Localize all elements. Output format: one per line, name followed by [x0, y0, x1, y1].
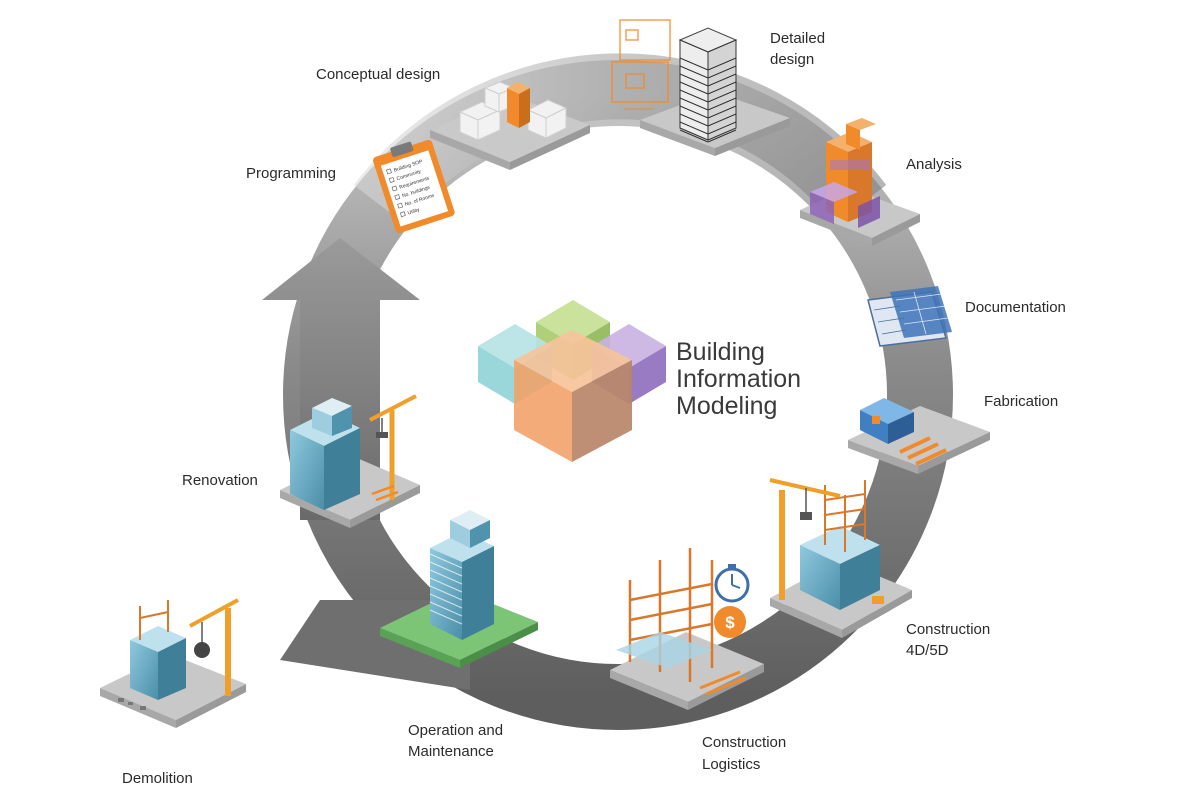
- label-detailed-design-line-1: Detailed: [770, 30, 826, 47]
- clipboard-checkbox: [399, 211, 406, 218]
- documentation-blueprint: [867, 286, 952, 347]
- floor-line: [707, 113, 737, 127]
- wrecking-ball-icon: [194, 642, 210, 658]
- floor-line: [707, 73, 737, 87]
- floor-line: [679, 121, 709, 135]
- renovation-model: [280, 394, 420, 528]
- floor-line: [679, 113, 709, 127]
- clipboard-text: Utility: [407, 207, 421, 217]
- label-demolition: Demolition: [122, 770, 193, 787]
- label-construction-4d5d-line-2: 4D/5D: [906, 642, 949, 659]
- label-construction-4d5d-line-1: Construction: [906, 621, 991, 638]
- fabrication-model: [848, 398, 990, 474]
- floor-line: [707, 121, 737, 135]
- detailed-design-model: [611, 19, 790, 156]
- label-renovation: Renovation: [182, 472, 258, 489]
- svg-text:$: $: [725, 613, 735, 632]
- floor-line: [679, 105, 709, 119]
- stopwatch-icon: [714, 564, 750, 603]
- floor-line: [679, 65, 709, 79]
- clipboard-checkbox: [397, 202, 403, 209]
- clipboard-checkbox: [391, 185, 398, 192]
- window-line: [429, 609, 463, 625]
- window-line: [429, 585, 463, 601]
- label-detailed-design-line-2: design: [770, 51, 815, 68]
- construction-logistics-model: $: [610, 548, 764, 710]
- floor-line: [679, 73, 709, 87]
- label-programming: Programming: [246, 165, 337, 182]
- dollar-coin-icon: $: [714, 606, 746, 638]
- construction-4d5d-model: [769, 478, 912, 638]
- operation-maintenance-model: [380, 510, 538, 668]
- label-analysis: Analysis: [906, 156, 962, 173]
- label-conceptual-design: Conceptual design: [316, 66, 441, 83]
- crane-icon: [769, 478, 841, 600]
- window-line: [429, 601, 463, 617]
- floor-line: [679, 57, 709, 71]
- floor-line: [707, 129, 737, 143]
- floor-line: [679, 81, 709, 95]
- window-line: [429, 593, 463, 609]
- floor-line: [707, 105, 737, 119]
- floor-line: [707, 81, 737, 95]
- window-line: [429, 569, 463, 585]
- demolition-model: [100, 598, 246, 728]
- floor-line: [679, 97, 709, 111]
- floor-line: [679, 129, 709, 143]
- bim-title-line-1: Building: [676, 338, 765, 366]
- label-construction-logistics-line-1: Construction: [702, 734, 787, 751]
- floor-line: [707, 57, 737, 71]
- clipboard-checkbox: [386, 168, 392, 175]
- window-line: [429, 577, 463, 593]
- crane-icon: [189, 598, 239, 696]
- clipboard-checkbox: [394, 194, 401, 200]
- floor-line: [707, 89, 737, 103]
- floor-line: [679, 89, 709, 103]
- label-documentation: Documentation: [965, 299, 1066, 316]
- label-construction-logistics-line-2: Logistics: [702, 756, 761, 773]
- label-fabrication: Fabrication: [984, 393, 1059, 410]
- analysis-model: [800, 118, 920, 246]
- label-operation-maintenance-line-2: Maintenance: [408, 743, 494, 760]
- clipboard-checkbox: [388, 177, 395, 183]
- window-line: [429, 553, 463, 569]
- label-operation-maintenance-line-1: Operation and: [408, 722, 504, 739]
- floor-line: [707, 97, 737, 111]
- crane-icon: [369, 394, 417, 500]
- conceptual-design-model: [430, 81, 590, 170]
- bim-cube-logo: [478, 300, 666, 462]
- floor-line: [707, 65, 737, 79]
- bim-title-line-3: Modeling: [676, 392, 778, 420]
- window-line: [429, 561, 463, 577]
- bim-title-line-2: Information: [676, 365, 802, 393]
